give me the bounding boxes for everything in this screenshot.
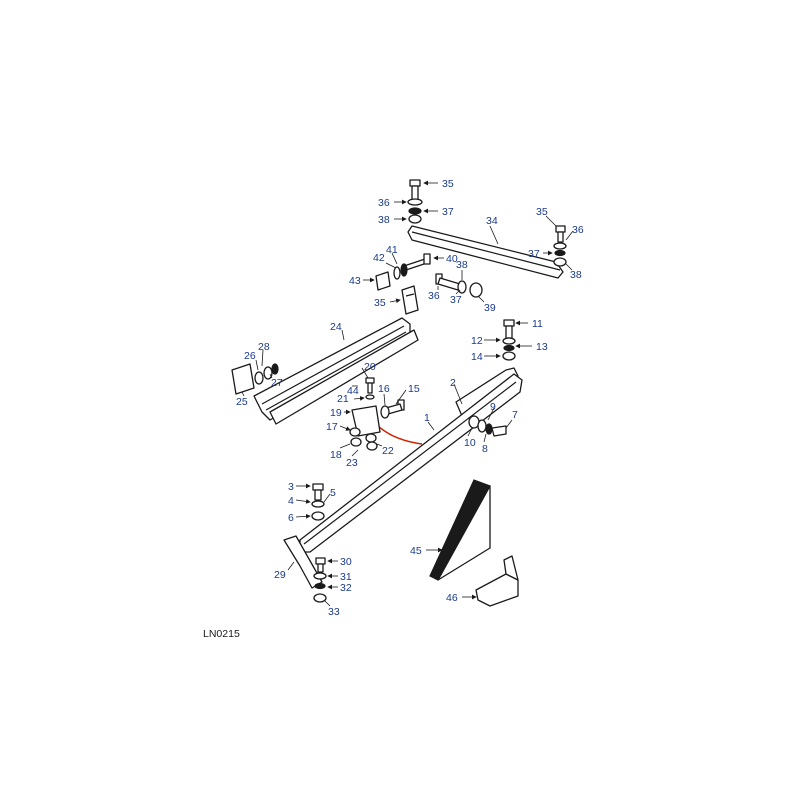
callout-1: 1 [424,412,430,424]
top-rail-part [407,225,564,279]
callout-28: 28 [258,341,270,353]
callout-17: 17 [326,421,338,433]
callout-38-right: 38 [570,269,582,281]
callout-25: 25 [236,396,248,408]
callout-29: 29 [274,569,286,581]
callout-37-right: 37 [528,248,540,260]
callout-33: 33 [328,606,340,618]
callout-8: 8 [482,443,488,455]
callout-26: 26 [244,350,256,362]
bolt-40-assembly [435,273,483,298]
callout-35: 35 [442,178,454,190]
callout-47: 43 [349,275,361,287]
callout-22: 22 [382,445,394,457]
bracket-19-assembly [351,377,381,437]
callout-7: 7 [512,409,518,421]
callout-19: 19 [330,407,342,419]
callout-2: 2 [450,377,456,389]
upper-bar-2-part [455,367,519,417]
callout-35-right: 35 [536,206,548,218]
callout-43: 39 [484,302,496,314]
callout-4: 4 [288,495,294,507]
fastener-stack-top-left [407,179,423,224]
triangle-panel-49-part [429,479,491,581]
callout-50: 46 [446,592,458,604]
callout-44: 40 [446,253,458,265]
callout-21: 21 [337,393,349,405]
callout-5: 5 [330,487,336,499]
bracket-39-part [401,285,419,315]
callout-10: 10 [464,437,476,449]
fastener-stack-top-right [553,225,567,267]
fastener-stack-lower-left [311,483,325,521]
callout-6: 6 [288,512,294,524]
callout-40: 36 [428,290,440,302]
callout-36: 36 [378,197,390,209]
callout-48: 44 [347,385,359,397]
callout-9: 9 [490,401,496,413]
callout-30: 30 [340,556,352,568]
fastener-stack-bottom [313,557,327,603]
callout-46: 42 [373,252,385,264]
reference-code: LN0215 [203,628,240,640]
leader-lines [241,180,574,607]
callout-20: 20 [364,361,376,373]
callout-27: 27 [271,377,283,389]
callout-36-right: 36 [572,224,584,236]
callout-31: 31 [340,571,352,583]
callout-3: 3 [288,481,294,493]
callout-15: 15 [408,383,420,395]
bolt-44-assembly [393,253,431,280]
callout-45: 41 [386,244,398,256]
callout-34: 34 [486,215,498,227]
callout-18: 18 [330,449,342,461]
callout-41: 37 [450,294,462,306]
end-fastener-25 [231,363,279,395]
callout-32: 32 [340,582,352,594]
bracket-47-part [375,271,391,291]
part-drawings [231,179,567,607]
callout-14: 14 [471,351,483,363]
callout-38: 38 [378,214,390,226]
bracket-50-part [475,555,519,607]
bolt-15-assembly [380,399,405,419]
wire-part [375,423,423,445]
callout-24: 24 [330,321,342,333]
callout-16: 16 [378,383,390,395]
bolt-7-assembly [468,415,507,437]
callout-42: 38 [456,259,468,271]
callout-11: 11 [532,318,543,330]
fastener-stack-right [502,319,516,361]
callout-23: 23 [346,457,358,469]
callout-12: 12 [471,335,483,347]
callout-labels: 35 36 37 38 34 35 36 37 38 41 42 40 38 4… [236,178,584,618]
callout-13: 13 [536,341,548,353]
callout-49: 45 [410,545,422,557]
callout-37: 37 [442,206,454,218]
callout-39: 35 [374,297,386,309]
channel-24-part [253,317,419,425]
